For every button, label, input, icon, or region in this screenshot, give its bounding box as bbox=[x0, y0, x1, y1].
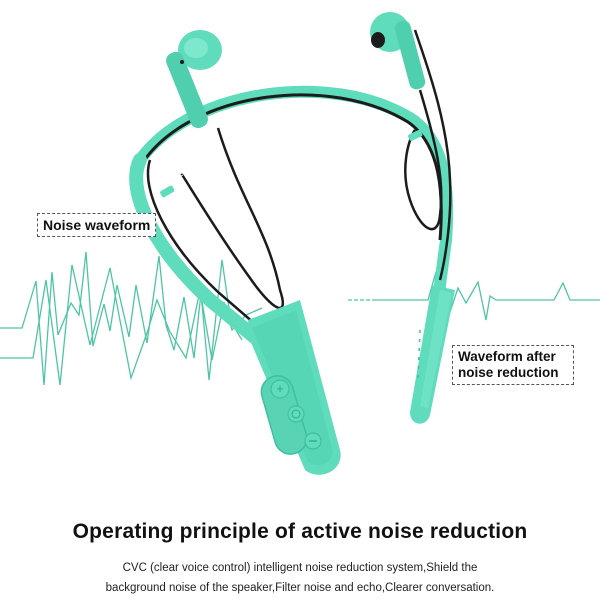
reduced-waveform-label: Waveform after noise reduction bbox=[452, 345, 574, 385]
svg-text:+: + bbox=[276, 381, 284, 396]
cable-clip-left bbox=[160, 185, 175, 198]
right-earbud bbox=[370, 12, 426, 90]
description-line-2: background noise of the speaker,Filter n… bbox=[105, 582, 495, 594]
noise-waveform bbox=[0, 251, 263, 386]
cable-clip-right bbox=[408, 129, 423, 141]
left-control-pod: + bbox=[248, 300, 341, 475]
noise-waveform-label: Noise waveform bbox=[37, 213, 157, 237]
description-line-1: CVC (clear voice control) intelligent no… bbox=[122, 562, 478, 574]
description: CVC (clear voice control) intelligent no… bbox=[0, 558, 600, 598]
right-control-pod bbox=[410, 285, 455, 424]
left-earbud bbox=[166, 30, 222, 129]
page-heading: Operating principle of active noise redu… bbox=[72, 520, 528, 543]
reduced-waveform bbox=[348, 270, 600, 321]
